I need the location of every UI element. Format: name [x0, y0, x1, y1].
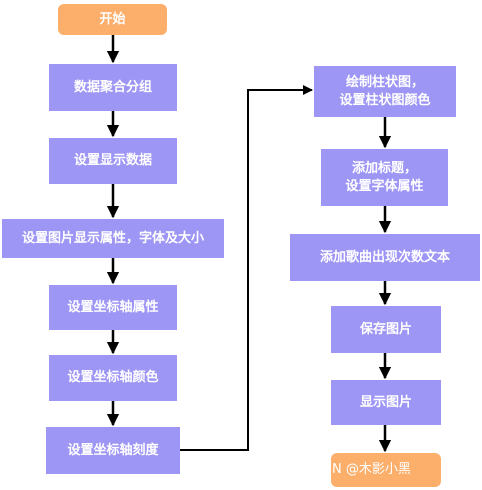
node-image-props: 设置图片显示属性，字体及大小 — [2, 219, 224, 258]
node-end — [331, 453, 441, 487]
node-set-data: 设置显示数据 — [49, 138, 177, 184]
node-axis-props: 设置坐标轴属性 — [49, 285, 177, 330]
node-add-title: 添加标题， 设置字体属性 — [321, 149, 448, 206]
node-group: 数据聚合分组 — [49, 64, 177, 111]
node-axis-color: 设置坐标轴颜色 — [49, 355, 177, 401]
arrow-ticks-to-drawbar — [180, 85, 313, 451]
node-show-image: 显示图片 — [331, 380, 441, 425]
watermark-text: N @木影小黑 — [332, 462, 411, 477]
node-start: 开始 — [58, 4, 167, 35]
node-draw-bar: 绘制柱状图， 设置柱状图颜色 — [314, 66, 456, 117]
node-axis-ticks: 设置坐标轴刻度 — [46, 427, 180, 474]
node-save-image: 保存图片 — [331, 306, 441, 353]
node-add-text: 添加歌曲出现次数文本 — [290, 234, 480, 281]
